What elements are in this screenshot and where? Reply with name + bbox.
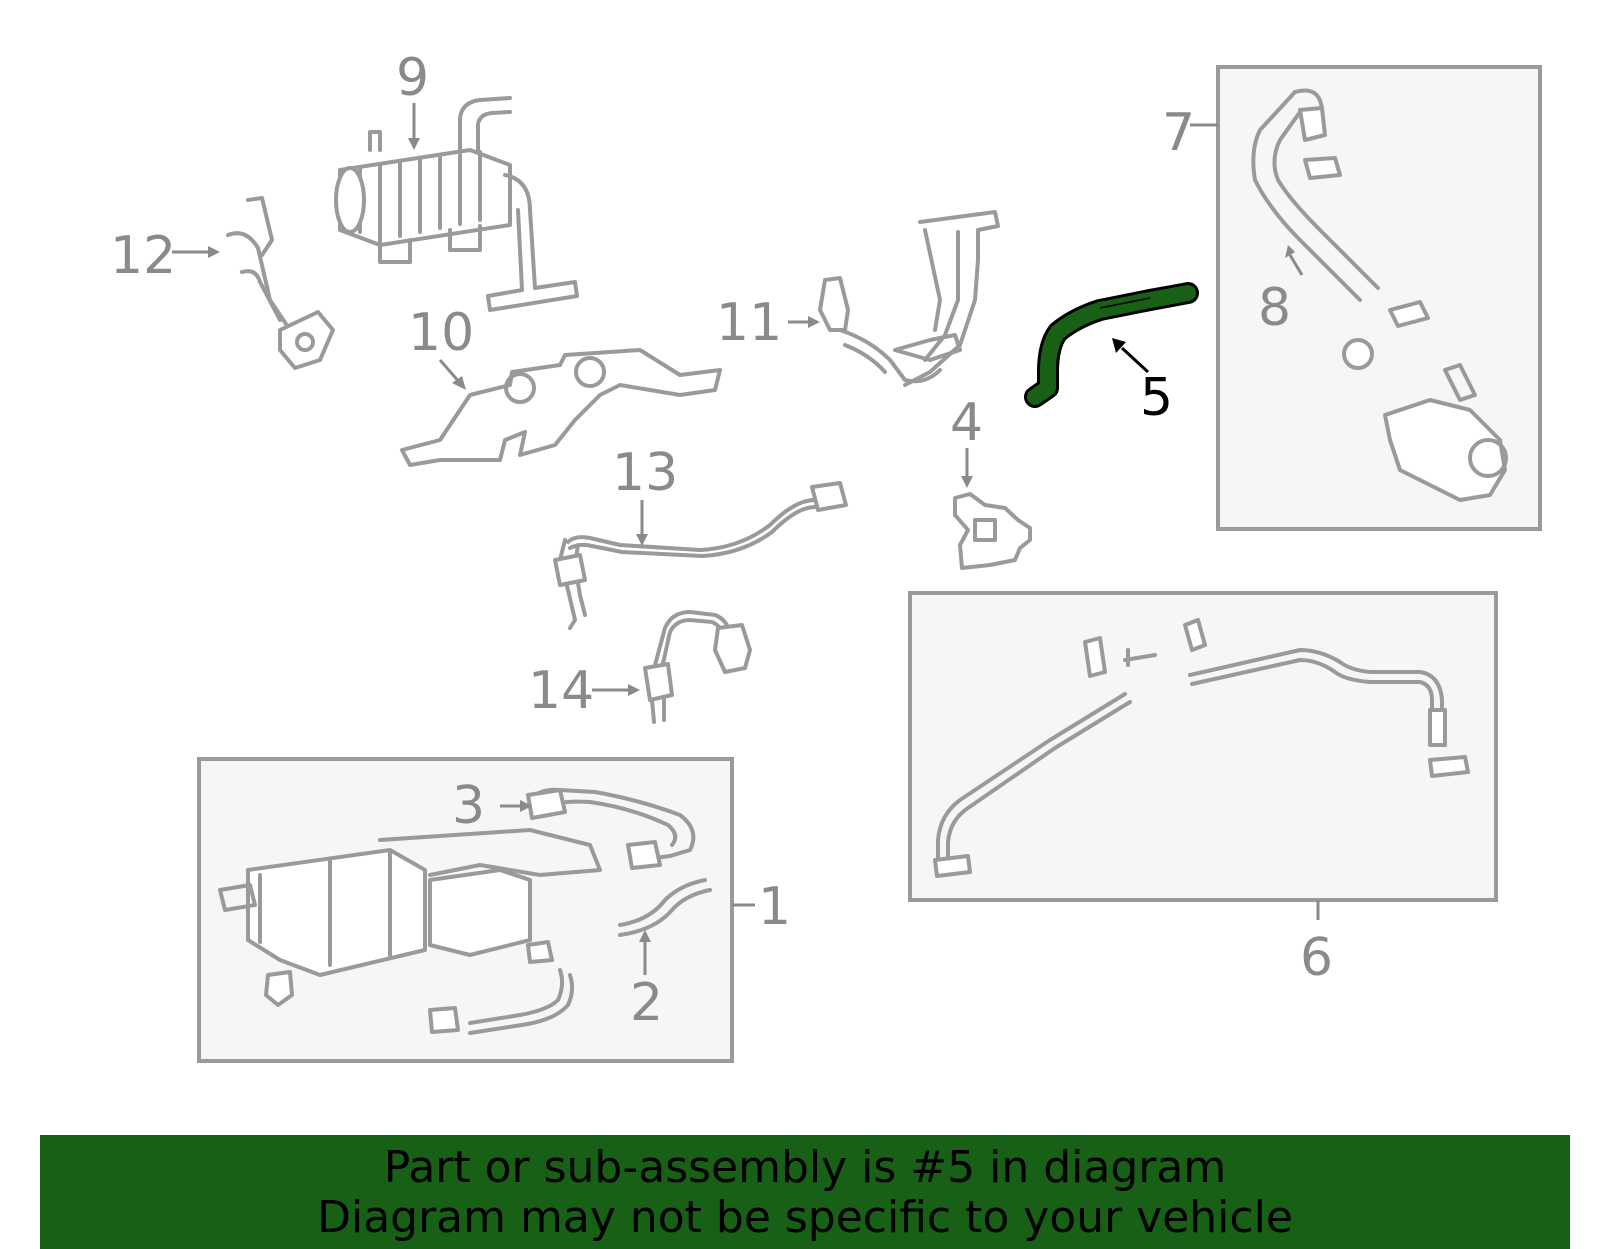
callout-12: 12: [110, 226, 176, 286]
part-11-drawing: [818, 210, 1000, 387]
callout-5: 5: [1140, 368, 1173, 428]
part-13-drawing: [553, 481, 848, 630]
callout-13: 13: [612, 443, 678, 503]
part-12-drawing: [226, 196, 335, 370]
callout-8: 8: [1258, 278, 1291, 338]
part-6-drawing: [933, 618, 1470, 878]
callout-7: 7: [1162, 103, 1195, 163]
part-14-drawing: [643, 610, 752, 724]
callout-11: 11: [716, 293, 782, 353]
callout-3: 3: [452, 776, 485, 836]
callout-1: 1: [758, 877, 791, 937]
part-9-drawing: [334, 96, 579, 312]
part-7-drawing: [1251, 88, 1508, 502]
part-1-drawing: [218, 787, 712, 1035]
callout-4: 4: [950, 393, 983, 453]
callout-9: 9: [396, 48, 429, 108]
callout-14: 14: [528, 661, 594, 721]
info-banner: Part or sub-assembly is #5 in diagram Di…: [40, 1135, 1570, 1249]
callout-2: 2: [630, 973, 663, 1033]
callout-arrows: [172, 103, 1304, 975]
part-10-drawing: [400, 348, 722, 467]
banner-line-part: Part or sub-assembly is #5 in diagram: [383, 1142, 1227, 1193]
callout-10: 10: [408, 303, 474, 363]
callout-6: 6: [1300, 928, 1333, 988]
part-5-hose: [1024, 282, 1199, 408]
part-4-drawing: [953, 492, 1032, 570]
banner-line-disclaimer: Diagram may not be specific to your vehi…: [317, 1192, 1293, 1243]
